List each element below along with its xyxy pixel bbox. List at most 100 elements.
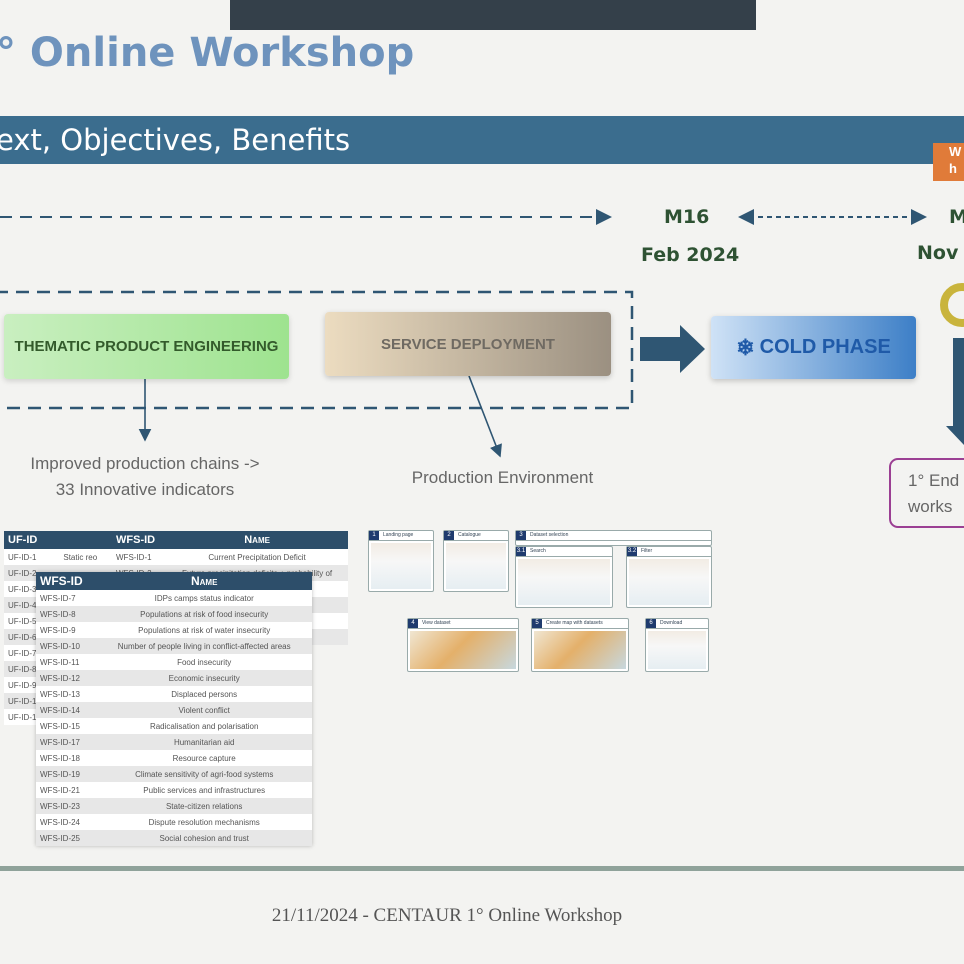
row-id: WFS-ID-25: [36, 830, 97, 846]
row-name: Displaced persons: [96, 686, 312, 702]
row-name: Populations at risk of food insecurity: [96, 606, 312, 622]
row-id: WFS-ID-15: [36, 718, 97, 734]
mockup-label: Filter: [641, 548, 653, 554]
uf-table-header: UF-ID: [4, 531, 60, 549]
section-banner: [0, 116, 964, 164]
end-workshop-box: 1° End works: [889, 458, 964, 528]
wfs-front-header-name: Name: [96, 572, 312, 590]
block-arrow-down-right: [946, 338, 964, 445]
mockup-header: 2 Catalogue: [444, 531, 508, 541]
dashed-group-box: [0, 290, 634, 410]
row-name: Humanitarian aid: [96, 734, 312, 750]
thematic-product-engineering-box: THEMATIC PRODUCT ENGINEERING: [4, 314, 289, 379]
row-id: WFS-ID-8: [36, 606, 97, 622]
mockup-label: Catalogue: [458, 532, 481, 538]
mockup-header: 6 Download: [646, 619, 708, 629]
row-name: Populations at risk of water insecurity: [96, 622, 312, 638]
video-top-bar: [230, 0, 756, 30]
mockup-label: View dataset: [422, 620, 451, 626]
service-description: Production Environment: [411, 468, 594, 487]
row-name: Economic insecurity: [96, 670, 312, 686]
mockup-label: Dataset selection: [530, 532, 569, 538]
row-name: Number of people living in conflict-affe…: [96, 638, 312, 654]
m16-date: Feb 2024: [641, 244, 740, 266]
mockup-label: Search: [530, 548, 546, 554]
mockup-preview: [648, 631, 706, 669]
cold-phase-box: ❄ COLD PHASE: [711, 316, 916, 379]
mockup-header: 4 View dataset: [408, 619, 518, 629]
row-name: IDPs camps status indicator: [96, 590, 312, 606]
mockup-screen: 2 Catalogue: [443, 530, 509, 592]
end-workshop-label: 1° End works: [908, 471, 960, 516]
mockup-screen: 3.2 Filter: [626, 546, 712, 608]
orange-tag-line2: h: [949, 161, 957, 176]
mockup-number: 5: [532, 619, 542, 628]
snowflake-icon: ❄: [736, 334, 755, 360]
row-id: WFS-ID-10: [36, 638, 97, 654]
row-id: WFS-ID-11: [36, 654, 97, 670]
footer-divider: [0, 866, 964, 871]
mockup-preview: [629, 559, 709, 605]
service-down-arrow: [468, 375, 502, 458]
row-id: WFS-ID-7: [36, 590, 97, 606]
mockup-label: Landing page: [383, 532, 414, 538]
mockup-screen: 6 Download: [645, 618, 709, 672]
row-name: Dispute resolution mechanisms: [96, 814, 312, 830]
row-id: WFS-ID-19: [36, 766, 97, 782]
mockup-preview: [371, 543, 431, 589]
right-milestone-label: M: [949, 206, 964, 228]
row-name: Static reo: [59, 549, 116, 565]
row-id: WFS-ID-13: [36, 686, 97, 702]
row-id: WFS-ID-12: [36, 670, 97, 686]
mockup-label: Download: [660, 620, 683, 626]
row-id: WFS-ID-14: [36, 702, 97, 718]
right-milestone-date: Nov: [917, 242, 959, 264]
row-name: Food insecurity: [96, 654, 312, 670]
row-id: WFS-ID-21: [36, 782, 97, 798]
row-id: WFS-ID-9: [36, 622, 97, 638]
row-name: Climate sensitivity of agri-food systems: [96, 766, 312, 782]
mockup-number: 4: [408, 619, 418, 628]
mockup-number: 1: [369, 531, 379, 540]
mockup-header: 3.2 Filter: [627, 547, 711, 557]
row-id: WFS-ID-17: [36, 734, 97, 750]
row-name: Resource capture: [96, 750, 312, 766]
thematic-description: Improved production chains -> 33 Innovat…: [30, 454, 260, 499]
wfs-front-header-id: WFS-ID: [36, 572, 97, 590]
mockup-preview: [534, 631, 626, 669]
ring-icon: [940, 283, 964, 327]
row-id: UF-ID-1: [4, 549, 60, 565]
orange-tag: W h: [933, 143, 964, 181]
row-id: WFS-ID-18: [36, 750, 97, 766]
mockup-screen: 3.1 Search: [515, 546, 613, 608]
mockup-header: 3.1 Search: [516, 547, 612, 557]
section-title: ext, Objectives, Benefits: [0, 123, 351, 157]
mockup-number: 2: [444, 531, 454, 540]
mockup-header: 1 Landing page: [369, 531, 433, 541]
mockup-number: 3.1: [516, 547, 526, 556]
mockup-preview: [518, 559, 610, 605]
row-name: Radicalisation and polarisation: [96, 718, 312, 734]
mockup-preview: [446, 543, 506, 589]
mockup-number: 3.2: [627, 547, 637, 556]
mockup-number: 6: [646, 619, 656, 628]
mockup-screen: 4 View dataset: [407, 618, 519, 672]
slide-title: ° Online Workshop: [0, 30, 415, 76]
